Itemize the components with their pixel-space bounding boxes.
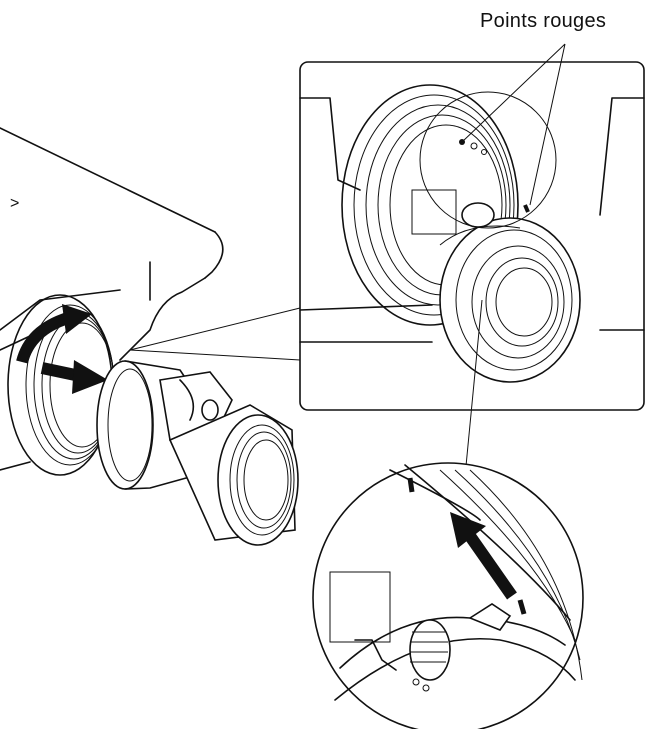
mount-leader-line bbox=[129, 307, 301, 361]
lens-assembly bbox=[96, 360, 299, 546]
magnified-detail bbox=[312, 299, 584, 729]
arrow-up-icon bbox=[450, 512, 517, 600]
detail-box bbox=[299, 61, 645, 411]
curved-arrow-icon bbox=[16, 304, 92, 364]
arrow-right-icon bbox=[40, 360, 108, 394]
projector-body: > bbox=[0, 127, 224, 471]
label-leader-line bbox=[461, 43, 566, 206]
red-dots-label: Points rouges bbox=[480, 10, 607, 32]
svg-text:>: > bbox=[10, 195, 19, 212]
